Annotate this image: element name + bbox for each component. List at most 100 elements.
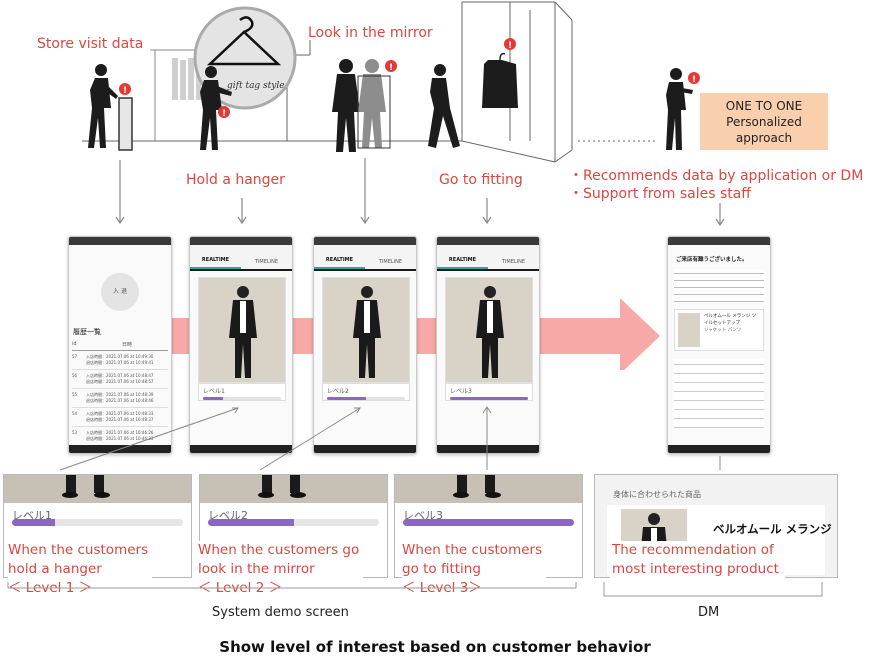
svg-text:!: ! <box>508 41 512 51</box>
svg-text:!: ! <box>123 86 127 96</box>
history-out: 退店時間：2021.07.06 at 10:49:41 <box>86 360 154 365</box>
phone-history-screen: 入 退 履歴一覧 id 日時 57 入店時間：2021.07.06 at 10:4… <box>68 236 172 454</box>
history-in: 入店時間：2021.07.06 at 10:48:47 <box>86 373 154 378</box>
history-out: 退店時間：2021.07.06 at 10:48:37 <box>86 417 154 422</box>
caption-line: look in the mirror <box>198 561 315 577</box>
tab-realtime[interactable]: REALTIME <box>190 257 241 269</box>
history-in: 入店時間：2021.07.06 at 10:49:30 <box>86 354 154 359</box>
svg-text:!: ! <box>222 109 226 119</box>
mirror-frame <box>357 75 391 149</box>
dm-product-sub: ジャケット パンツ <box>704 328 742 333</box>
recommends-label: ・Recommends data by application or DM <box>569 168 864 184</box>
store-outline <box>82 1 573 163</box>
clothes-rack <box>172 58 201 100</box>
level-label: レベル1 <box>203 388 225 395</box>
zoom-level-progress <box>12 519 55 526</box>
caption-line: hold a hanger <box>8 561 102 577</box>
product-photo <box>198 277 286 383</box>
hanger-logo-text: gift tag style <box>227 81 285 91</box>
support-label: ・Support from sales staff <box>569 186 751 202</box>
tab-timeline[interactable]: TIMELINE <box>378 259 403 265</box>
phone-tabs: REALTIME TIMELINE <box>437 245 539 271</box>
zoom-dm-product: ベルオムール メランジ <box>713 522 832 536</box>
tab-realtime[interactable]: REALTIME <box>437 257 488 269</box>
customer-with-phone-silhouette <box>666 68 693 150</box>
customer-at-mirror-silhouette <box>332 59 360 152</box>
model-figure <box>229 286 257 378</box>
hanger-icon <box>206 16 282 66</box>
zoom-dm-header: 身体に合わせられた商品 <box>613 490 701 499</box>
history-id: 56 <box>72 373 78 378</box>
one-to-one-line2: Personalized <box>726 115 802 129</box>
product-photo <box>445 277 533 383</box>
history-in: 入店時間：2021.07.06 at 10:46:26 <box>86 430 154 435</box>
caption-line: go to fitting <box>402 561 481 577</box>
main-caption: Show level of interest based on customer… <box>219 638 651 656</box>
tab-realtime[interactable]: REALTIME <box>314 257 365 269</box>
dm-footer-text <box>674 359 764 429</box>
system-demo-label: System demo screen <box>212 605 349 620</box>
phone-tabs: REALTIME TIMELINE <box>190 245 292 271</box>
phone-tabs: REALTIME TIMELINE <box>314 245 416 271</box>
caption-line: When the customers <box>8 542 149 558</box>
hold-hanger-label: Hold a hanger <box>186 172 285 188</box>
level-card: レベル3 <box>445 383 533 401</box>
tab-timeline[interactable]: TIMELINE <box>254 259 279 265</box>
level-progress <box>203 397 223 400</box>
callout-lines <box>59 406 721 471</box>
level-card: レベル2 <box>322 383 410 401</box>
svg-text:!: ! <box>389 63 393 73</box>
history-header: id 日時 <box>72 341 168 351</box>
entry-exit-icon: 入 退 <box>101 273 139 311</box>
entrance-gate <box>118 97 133 151</box>
history-in: 入店時間：2021.07.06 at 10:48:39 <box>86 392 154 397</box>
zoom-photo-strip <box>200 475 387 503</box>
zoom-level-label: レベル3 <box>403 509 443 522</box>
mirror-reflection-silhouette <box>358 59 386 148</box>
history-id: 53 <box>72 430 78 435</box>
col-id: id <box>72 341 77 347</box>
phone-level1-screen: REALTIME TIMELINE レベル1 <box>189 236 293 454</box>
phone-level2-screen: REALTIME TIMELINE レベル2 <box>313 236 417 454</box>
hanger-magnifier <box>193 6 297 110</box>
history-out: 退店時間：2021.07.06 at 10:48:46 <box>86 398 154 403</box>
history-out: 退店時間：2021.07.06 at 10:46:33 <box>86 436 154 441</box>
section-brackets <box>7 582 823 597</box>
level-label: レベル2 <box>327 388 349 395</box>
dm-label: DM <box>698 605 720 620</box>
one-to-one-line3: approach <box>735 131 793 145</box>
dm-product-card[interactable]: ベルオムール メランジ ツイルセットアップ ジャケット パンツ <box>674 309 764 351</box>
history-title: 履歴一覧 <box>73 328 101 336</box>
zoom-level-progress <box>208 519 294 526</box>
level-progress <box>327 397 366 400</box>
history-id: 57 <box>72 354 78 359</box>
one-to-one-title: ONE TO ONE <box>725 99 803 113</box>
history-id: 54 <box>72 411 78 416</box>
history-out: 退店時間：2021.07.06 at 10:48:57 <box>86 379 154 384</box>
customer-with-hanger-silhouette <box>200 66 232 150</box>
store-journey-illustration: gift tag style ! ! ! ! ! <box>82 1 725 227</box>
svg-text:!: ! <box>692 75 696 85</box>
fitting-room-jacket-silhouette <box>482 60 518 108</box>
level-card: レベル1 <box>198 383 286 401</box>
caption-line: The recommendation of <box>612 542 774 558</box>
dm-product-name: ベルオムール メランジ ツイルセットアップ <box>704 314 757 326</box>
caption-recommendation: The recommendation of most interesting p… <box>610 541 785 579</box>
go-fitting-label: Go to fitting <box>439 172 523 188</box>
col-date: 日時 <box>121 342 132 348</box>
down-arrows <box>115 158 725 227</box>
model-figure <box>476 286 504 378</box>
level-label: レベル3 <box>450 388 472 395</box>
level-progress <box>450 397 528 400</box>
look-mirror-label: Look in the mirror <box>308 25 433 41</box>
tab-timeline[interactable]: TIMELINE <box>501 259 526 265</box>
history-in: 入店時間：2021.07.06 at 10:48:33 <box>86 411 154 416</box>
one-to-one-box: ONE TO ONE Personalized approach <box>700 93 828 150</box>
phone-dm-screen: ご来店有難うございました。 ベルオムール メランジ ツイルセットアップ ジャケッ… <box>667 236 771 454</box>
dm-product-thumb <box>678 313 700 347</box>
